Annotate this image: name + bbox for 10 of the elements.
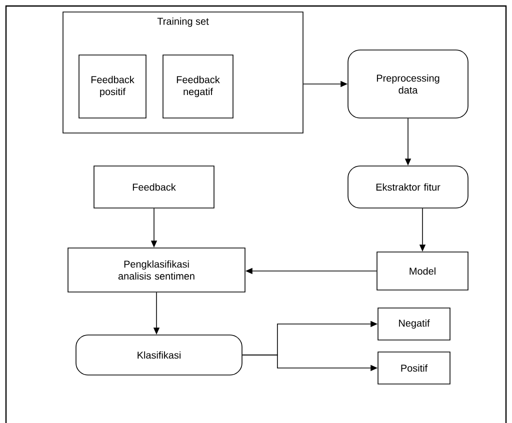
- process-box: Feedback positif: [78, 54, 146, 118]
- process-box: Positif: [378, 352, 450, 384]
- process-box: Pengklasifikasi analisis sentimen: [68, 248, 246, 292]
- process-box: Feedback negatif: [162, 54, 234, 118]
- rounded-box: Klasifikasi: [76, 334, 242, 376]
- rounded-box: Preprocessing data: [348, 50, 468, 118]
- process-box: Negatif: [378, 308, 450, 340]
- process-box: Feedback: [94, 166, 214, 208]
- rounded-box: Ekstraktor fitur: [348, 166, 468, 208]
- process-box: Model: [376, 252, 468, 290]
